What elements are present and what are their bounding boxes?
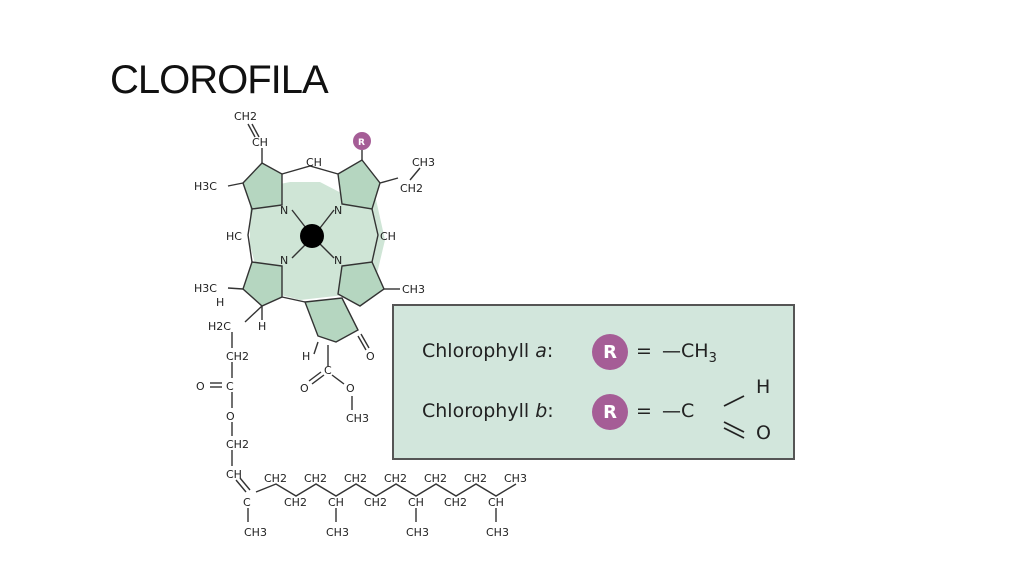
legend-b-o: O	[756, 422, 771, 444]
label-n1: N	[280, 204, 288, 217]
slide-title: CLOROFILA	[110, 58, 329, 102]
legend-b-group: —C	[662, 400, 695, 422]
ketone-bond-1	[357, 335, 367, 351]
label-tail-ch-1: CH	[328, 496, 344, 509]
label-tail-ch2-7: CH2	[444, 496, 467, 509]
legend-b-name: Chlorophyll b:	[422, 400, 554, 422]
label-tail-ch2-2: CH2	[304, 472, 327, 485]
phytol-double-2	[239, 477, 251, 491]
vinyl-bond-2	[247, 123, 256, 138]
ring5-h-bond	[313, 341, 319, 355]
methyl-bond-left	[227, 182, 244, 187]
label-tail-ch2-8: CH2	[464, 472, 487, 485]
label-o-ester-right-a: O	[300, 382, 309, 395]
phytol-tail	[255, 483, 517, 497]
label-hc-left: HC	[226, 230, 242, 243]
ester-co-2	[308, 371, 322, 382]
label-ch2-phytol: CH2	[226, 438, 249, 451]
ethyl-bond-1	[379, 177, 399, 184]
phytol-double-1	[235, 479, 247, 493]
label-tail-ch3-1: CH3	[326, 526, 349, 539]
ester-o-bond	[331, 374, 345, 385]
label-ch-phytol: CH	[226, 468, 242, 481]
legend-b-r-badge: R	[592, 394, 628, 430]
label-ch3-lower-right: CH3	[402, 283, 425, 296]
label-tail-ch2-1: CH2	[264, 472, 287, 485]
legend-a-r-badge: R	[592, 334, 628, 370]
label-h-ring5: H	[302, 350, 310, 363]
label-tail-ch3-2: CH3	[406, 526, 429, 539]
pyrrole-ring-2	[337, 159, 381, 210]
label-tail-ch-3: CH	[488, 496, 504, 509]
ring-5	[304, 297, 359, 343]
aldehyde-bonds	[723, 395, 745, 439]
chlorophyll-legend: Chlorophyll a: R = —CH3 Chlorophyll b: R…	[392, 304, 795, 460]
label-tail-ch2-3: CH2	[344, 472, 367, 485]
n-metal-bond-2	[319, 209, 335, 229]
methyl-bond-lower-left	[227, 287, 244, 290]
label-o-ester-left: O	[196, 380, 205, 393]
legend-a-group: —CH3	[662, 340, 717, 366]
label-tail-ch-2: CH	[408, 496, 424, 509]
label-ch-right: CH	[380, 230, 396, 243]
label-h-chain: H	[258, 320, 266, 333]
label-o-ketone: O	[366, 350, 375, 363]
label-h3c-lower-left: H3C	[194, 282, 217, 295]
label-ch-bridge-top: CH	[306, 156, 322, 169]
label-ch3-phytol-1: CH3	[244, 526, 267, 539]
legend-a-name: Chlorophyll a:	[422, 340, 554, 362]
label-tail-ch2-4: CH2	[364, 496, 387, 509]
label-ch2-top: CH2	[234, 110, 257, 123]
label-ch2-top-right: CH2	[400, 182, 423, 195]
label-r-group: R	[358, 138, 365, 148]
n-metal-bond-4	[319, 243, 335, 259]
label-c-ester-right: C	[324, 364, 332, 377]
label-n4: N	[334, 254, 342, 267]
n-metal-bond-3	[291, 243, 307, 259]
label-c-phytol: C	[243, 496, 251, 509]
vinyl-bond-3	[251, 123, 260, 138]
pyrrole-ring-4	[242, 261, 283, 307]
n-metal-bond-1	[291, 209, 307, 229]
label-o-ester-right-b: O	[346, 382, 355, 395]
label-n2: N	[334, 204, 342, 217]
legend-a-equals: =	[636, 340, 652, 362]
macrocycle-bonds-2	[371, 208, 379, 263]
label-tail-ch2-5: CH2	[384, 472, 407, 485]
r-group-marker	[353, 132, 371, 150]
ester-co-1	[311, 374, 325, 385]
label-ch-vinyl: CH	[252, 136, 268, 149]
macrocycle-bonds	[247, 208, 253, 263]
label-c-ester-left: C	[226, 380, 234, 393]
pyrrole-ring-1	[242, 162, 283, 210]
macrocycle-bonds-4	[281, 296, 306, 303]
label-o-chain: O	[226, 410, 235, 423]
pyrrole-ring-3	[337, 261, 385, 307]
ethyl-bond-2	[409, 167, 421, 181]
label-tail-ch3-3: CH3	[486, 526, 509, 539]
legend-b-h: H	[756, 376, 771, 398]
legend-b-equals: =	[636, 400, 652, 422]
label-tail-ch3-end: CH3	[504, 472, 527, 485]
label-ch3-methyl-ester: CH3	[346, 412, 369, 425]
chain-bond-1	[244, 305, 263, 323]
macrocycle-bonds-3	[281, 165, 339, 175]
label-h-lower-left: H	[216, 296, 224, 309]
ketone-bond-2	[360, 333, 370, 349]
label-h3c-left: H3C	[194, 180, 217, 193]
label-tail-ch2-6: CH2	[424, 472, 447, 485]
label-tail-ch2-9: CH2	[284, 496, 307, 509]
label-ch3-top-right: CH3	[412, 156, 435, 169]
magnesium-atom	[300, 224, 324, 248]
label-h2c-chain: H2C	[208, 320, 231, 333]
label-ch2-chain: CH2	[226, 350, 249, 363]
label-n3: N	[280, 254, 288, 267]
